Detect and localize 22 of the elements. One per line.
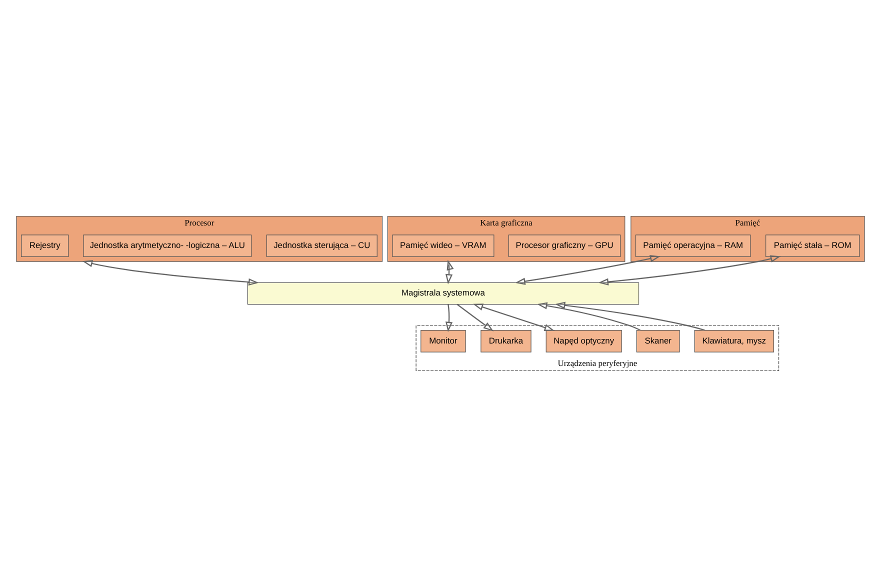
node-box: Skaner [636,330,680,352]
node-box: Pamięć operacyjna – RAM [635,234,751,256]
node-box: Pamięć stała – ROM [766,234,860,256]
arrow [598,254,781,285]
node-box: Jednostka sterująca – CU [266,234,378,256]
arrow [82,260,259,286]
node-box: Pamięć wideo – VRAM [392,234,494,256]
node-box: Klawiatura, mysz [694,330,774,352]
node-box: Procesor graficzny – GPU [508,234,621,256]
arrow [515,254,660,284]
node-box: Rejestry [21,234,69,256]
node-box: Napęd optyczny [546,330,622,352]
arrow [445,304,453,332]
node-box: Drukarka [480,330,532,352]
arrow [445,259,454,284]
node-box: Monitor [420,330,466,352]
arrow [554,301,705,330]
arrow [472,303,555,330]
arrow [536,302,641,330]
node-box: Magistrala systemowa [247,282,640,304]
arrow [456,303,494,331]
node-box: Jednostka arytmetyczno- -logiczna – ALU [83,234,252,256]
